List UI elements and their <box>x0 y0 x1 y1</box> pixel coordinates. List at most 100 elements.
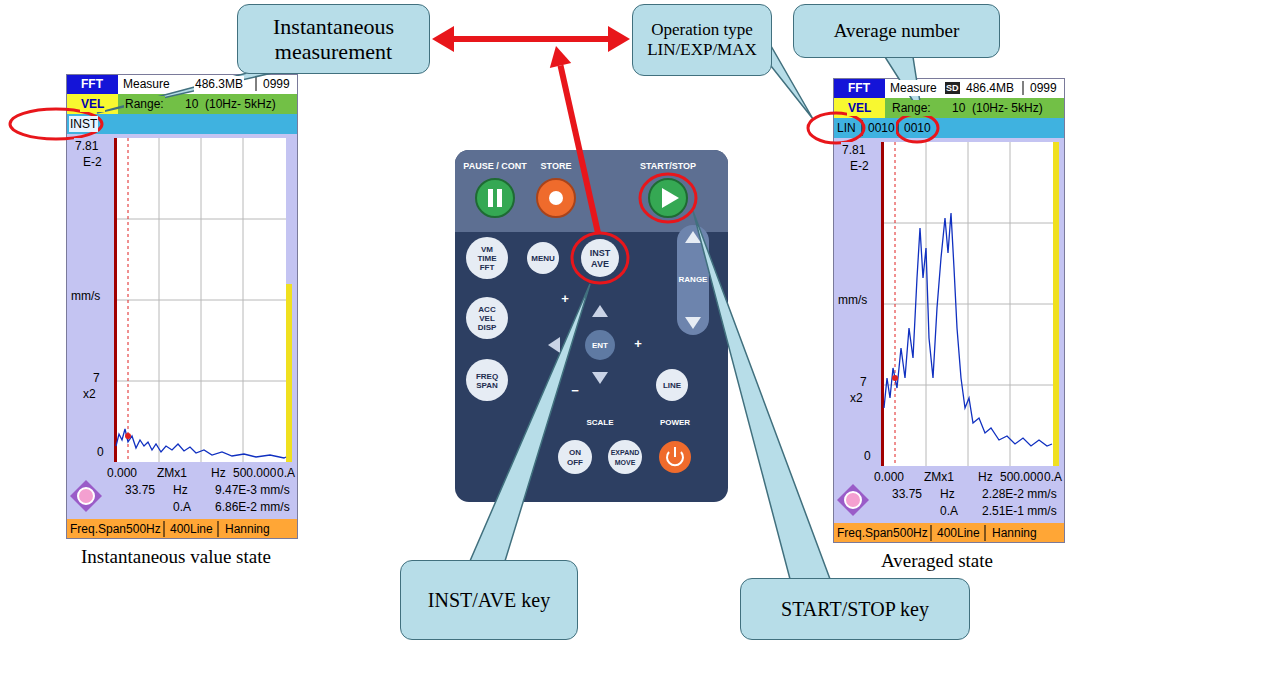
image-caption: Instantaneous value state <box>80 546 272 568</box>
illustration-part <box>561 66 599 234</box>
screen-text: Hanning <box>224 521 271 537</box>
screen-text: 0.A <box>276 465 296 481</box>
illustration-part <box>649 179 687 217</box>
illustration-part <box>488 189 493 207</box>
arrow-head <box>432 26 454 52</box>
screen-text: ZMx1 <box>156 465 188 481</box>
key-label: SCALE <box>585 418 614 427</box>
spectrum-plot <box>116 284 292 462</box>
key-label: POWER <box>659 418 691 427</box>
screen-text: 33.75 <box>124 482 156 498</box>
key-label: VM <box>480 245 494 254</box>
screen-text: Measure <box>889 80 938 96</box>
screen-text: x2 <box>849 390 864 406</box>
analyzer-screen <box>66 74 298 539</box>
illustration-part <box>558 440 592 474</box>
illustration-part <box>550 46 571 68</box>
key-label: LINE <box>662 381 682 390</box>
screen-text: 33.75 <box>891 486 923 502</box>
illustration-part <box>585 330 615 360</box>
image-caption: Averaged state <box>880 550 994 572</box>
connector-line <box>453 36 609 42</box>
screen-text: E-2 <box>82 154 103 170</box>
screen-text: Hz <box>939 486 956 502</box>
key-label: MENU <box>530 254 556 263</box>
screen-text: 7.81 <box>74 138 99 154</box>
illustration-part <box>659 441 691 473</box>
illustration-part <box>549 191 563 205</box>
screen-text: VEL <box>847 100 872 116</box>
screen-text: 486.3MB <box>194 76 244 92</box>
screen-text: Freq.Span500Hz <box>836 525 929 541</box>
illustration-part <box>608 440 642 474</box>
screen-text: 2.28E-2 mm/s <box>981 486 1058 502</box>
screen-text: E-2 <box>849 158 870 174</box>
screen-text: Hz <box>977 469 994 485</box>
screen-text: 0.000 <box>106 465 138 481</box>
screen-text: 7.81 <box>841 142 866 158</box>
illustration-part <box>548 337 560 353</box>
screen-text: 0999 <box>262 76 291 92</box>
key-label: TIME <box>476 254 497 263</box>
screen-text: 9.47E-3 mm/s <box>214 482 291 498</box>
screen-text: 0.000 <box>873 469 905 485</box>
screen-text: 400Line <box>936 525 981 541</box>
screen-text: Freq.Span500Hz <box>69 521 162 537</box>
illustration-part <box>592 305 608 317</box>
key-label: OFF <box>566 458 584 467</box>
key-label: AVE <box>590 259 610 269</box>
key-label: − <box>570 384 580 397</box>
screen-text: x2 <box>82 386 97 402</box>
key-label: ON <box>568 448 582 457</box>
screen-text: 500.000 <box>999 469 1044 485</box>
callout-tail <box>97 46 922 579</box>
illustration-part <box>286 284 292 462</box>
screen-text: 0.A <box>939 503 959 519</box>
screen-text: FFT <box>847 80 871 96</box>
callout-box: Operation type LIN/EXP/MAX <box>632 4 772 76</box>
illustration-part <box>470 284 590 561</box>
illustration-part <box>581 239 619 277</box>
red-arrow <box>550 46 598 233</box>
callout-box: START/STOP key <box>740 578 970 640</box>
analyzer-screen <box>833 78 1065 543</box>
callout-box: Instantaneous measurement <box>237 4 430 74</box>
screen-text: mm/s <box>837 292 868 308</box>
callout-text: INST/AVE key <box>428 589 550 612</box>
screen-text: (10Hz- 5kHz) <box>204 96 277 112</box>
screen-text: 486.4MB <box>965 80 1015 96</box>
illustration-part <box>892 375 898 381</box>
illustration-part <box>693 211 830 579</box>
key-label: + <box>560 292 570 305</box>
illustration-part <box>640 174 696 222</box>
screen-text: 0.A <box>1043 469 1063 485</box>
key-label: DISP <box>477 323 498 332</box>
screen-text: 0010 <box>867 120 896 136</box>
screen-text: 10 <box>184 96 199 112</box>
screen-text: Hz <box>172 482 189 498</box>
illustration-part <box>125 433 131 439</box>
screen-text: Range: <box>124 96 165 112</box>
key-label: VEL <box>478 314 496 323</box>
screen-text: Hanning <box>991 525 1038 541</box>
screen-text: INST <box>69 116 98 132</box>
screen-text: 0 <box>96 444 105 460</box>
illustration-part <box>656 369 688 401</box>
connector-arrow <box>432 26 630 52</box>
illustration-part <box>896 114 938 142</box>
callout-text: Average number <box>834 20 960 42</box>
key-label: ACC <box>477 305 496 314</box>
key-label: RANGE <box>678 275 709 284</box>
screen-text: 0999 <box>1029 80 1058 96</box>
screen-text: Range: <box>891 100 932 116</box>
screen-text: 7 <box>859 374 868 390</box>
key-label: STORE <box>540 161 573 171</box>
key-label: ENT <box>591 341 609 350</box>
illustration-part <box>497 189 502 207</box>
screen-text: 0.A <box>172 499 192 515</box>
illustration-part <box>466 359 508 401</box>
illustration-part <box>10 109 102 139</box>
illustration-part <box>466 237 508 279</box>
screen-text: VEL <box>80 96 105 112</box>
